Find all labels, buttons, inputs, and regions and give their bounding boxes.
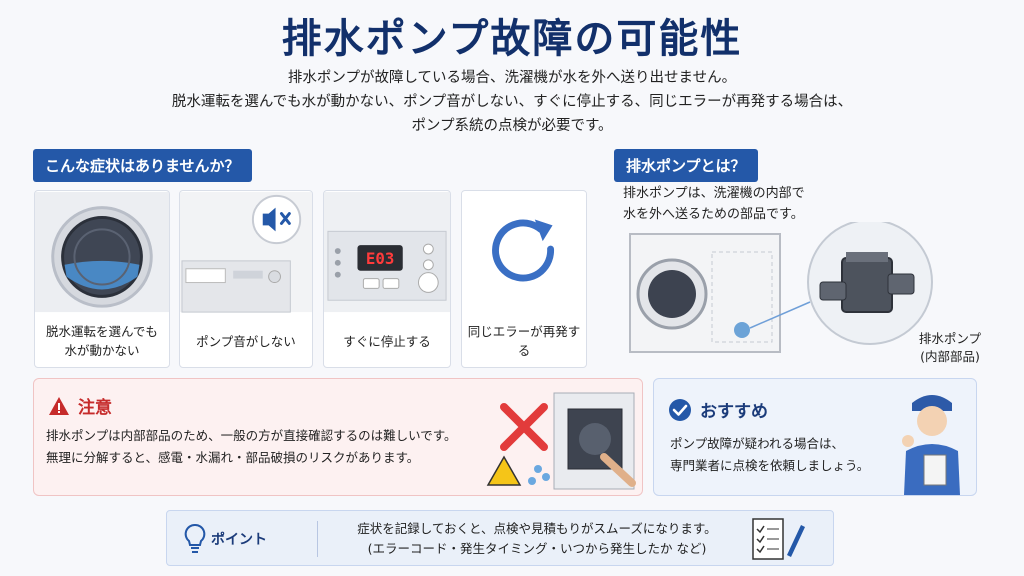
refresh-icon [462,191,586,313]
warning-icon [49,396,69,415]
caution-heading: 注意 [48,393,112,418]
hazard-icon [486,455,522,486]
washer-pump-illustration [629,222,933,353]
recommend-line: ポンプ故障が疑われる場合は、 [670,436,845,451]
recommend-heading-text: おすすめ [700,402,768,422]
symptom-card-no-pump-sound: ポンプ音がしない [179,190,313,368]
symptom-caption: 脱水運転を選んでも水が動かない [35,313,169,367]
point-body: 症状を記録しておくと、点検や見積もりがスムーズになります。 (エラーコード・発生… [317,519,757,559]
about-line: 水を外へ送るための部品です。 [623,207,804,222]
intro-line: 脱水運転を選んでも水が動かない、ポンプ音がしない、すぐに停止する、同じエラーが再… [171,94,853,110]
intro-line: ポンプ系統の点検が必要です。 [411,118,613,134]
washer-panel-illustration [180,191,312,313]
recommend-line: 専門業者に点検を依頼しましょう。 [670,458,870,473]
lightbulb-icon [184,523,206,553]
checklist-pen-icon [752,518,805,560]
muted-speaker-icon [262,207,291,232]
point-label: ポイント [211,532,267,548]
symptom-card-recurring-error: 同じエラーが再発する [461,190,587,368]
error-code-text: E03 [366,249,394,268]
caution-body: 排水ポンプは内部部品のため、一般の方が直接確認するのは難しいです。 無理に分解す… [46,425,457,469]
washer-drum-icon [35,191,169,313]
technician-illustration [902,395,960,495]
about-heading: 排水ポンプとは？ [614,149,758,182]
caption-line: 脱水運転を選んでも [46,324,158,339]
point-divider [317,521,318,557]
prohibited-x-icon [500,403,548,451]
pump-label: 排水ポンプ (内部部品) [900,330,1000,366]
caution-heading-text: 注意 [78,398,112,418]
symptom-card-stops-quickly: E03 すぐに停止する [323,190,451,368]
check-circle-icon [669,398,691,421]
caution-box: 注意 排水ポンプは内部部品のため、一般の方が直接確認するのは難しいです。 無理に… [33,378,643,496]
symptom-caption: すぐに停止する [343,333,431,349]
intro-text: 排水ポンプが故障している場合、洗濯機が水を外へ送り出せません。 脱水運転を選んで… [0,66,1024,138]
recommend-heading: おすすめ [668,397,768,422]
point-line: (エラーコード・発生タイミング・いつから発生したか など) [367,541,707,556]
symptom-caption: ポンプ音がしない [196,333,296,349]
symptoms-heading: こんな症状はありませんか？ [33,149,252,182]
symptom-caption: 同じエラーが再発する [467,324,581,358]
intro-line: 排水ポンプが故障している場合、洗濯機が水を外へ送り出せません。 [287,70,737,86]
caution-line: 排水ポンプは内部部品のため、一般の方が直接確認するのは難しいです。 [46,428,457,443]
page-title: 排水ポンプ故障の可能性 [281,16,743,62]
error-display-panel: E03 [324,191,450,313]
about-line: 排水ポンプは、洗濯機の内部で [623,186,805,201]
recommend-box: おすすめ ポンプ故障が疑われる場合は、 専門業者に点検を依頼しましょう。 [653,378,977,496]
about-description: 排水ポンプは、洗濯機の内部で 水を外へ送るための部品です。 [623,183,805,225]
point-bar: ポイント 症状を記録しておくと、点検や見積もりがスムーズになります。 (エラーコ… [166,510,834,566]
pump-label-line: (内部部品) [920,349,980,364]
recommend-body: ポンプ故障が疑われる場合は、 専門業者に点検を依頼しましょう。 [670,433,869,477]
point-line: 症状を記録しておくと、点検や見積もりがスムーズになります。 [357,521,717,536]
caption-line: 水が動かない [64,343,140,358]
symptom-card-no-water-movement: 脱水運転を選んでも水が動かない [34,190,170,368]
caution-line: 無理に分解すると、感電・水漏れ・部品破損のリスクがあります。 [46,450,420,465]
pump-label-line: 排水ポンプ [918,331,982,346]
disassembly-warning-illustration [486,392,636,490]
